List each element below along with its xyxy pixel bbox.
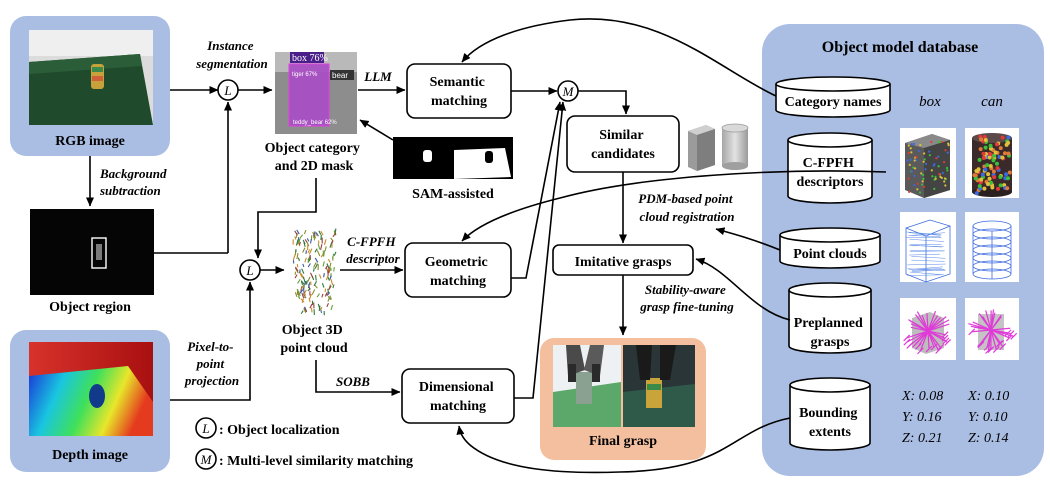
- final-grasp-label: Final grasp: [589, 434, 657, 449]
- pixel-to-point-label: Pixel-to- point projection: [184, 339, 239, 388]
- rgb-photo: [29, 30, 153, 125]
- box-colored-model: [900, 128, 956, 198]
- segmentation-image: box 76% tiger 67% bear teddy_bear 62%: [275, 52, 357, 134]
- depth-to-l2-arrow: [170, 281, 254, 401]
- category-to-l2-arrow: [254, 178, 317, 259]
- imitative-grasps-box: Imitative grasps: [552, 244, 694, 276]
- operator-l-middle: L: [239, 259, 261, 281]
- object-point-cloud-image: [292, 228, 337, 316]
- pdm-registration-label: PDM-based point cloud registration: [638, 191, 736, 224]
- category-names-cylinder: Category names: [775, 76, 891, 118]
- depth-photo: [29, 342, 153, 436]
- seg-bear-label: bear: [332, 71, 348, 80]
- object-category-label: Object category and 2D mask: [265, 141, 364, 174]
- sobb-arrow: [315, 360, 401, 396]
- can-preplanned-grasps: [965, 298, 1019, 360]
- point-clouds-to-registration-arrow: [715, 227, 781, 251]
- database-title: Object model database: [822, 39, 978, 56]
- operator-m: M: [557, 80, 579, 102]
- svg-text:: Multi-level similarity match: : Multi-level similarity matching: [219, 454, 413, 469]
- svg-text:Point clouds: Point clouds: [793, 247, 867, 262]
- svg-text:L: L: [223, 83, 231, 98]
- dimensional-matching-box: Dimensional matching: [401, 368, 515, 424]
- operator-l-top: L: [217, 79, 239, 101]
- svg-text:C-FPFH descriptors: C-FPFH descriptors: [797, 156, 864, 190]
- box-point-cloud: [900, 212, 956, 283]
- svg-text:Imitative grasps: Imitative grasps: [575, 255, 672, 270]
- rgb-image-panel: RGB image: [10, 16, 170, 156]
- object-region-label: Object region: [49, 300, 131, 315]
- instance-segmentation-label: Instance segmentation: [195, 38, 268, 71]
- svg-text:Category names: Category names: [785, 95, 882, 110]
- sobb-label: SOBB: [336, 374, 370, 389]
- background-subtraction-label: Background subtraction: [99, 166, 170, 198]
- svg-text:Semantic matching: Semantic matching: [430, 75, 489, 109]
- seg-teddy-label: teddy_bear 62%: [293, 120, 337, 126]
- geometric-to-m-arrow: [511, 101, 563, 279]
- object-3d-label: Object 3D point cloud: [280, 323, 348, 356]
- column-can-label: can: [981, 94, 1003, 110]
- box-extents-values: X: 0.08 Y: 0.16 Z: 0.21: [901, 389, 947, 446]
- svg-text:L: L: [245, 263, 253, 278]
- final-grasp-panel: Final grasp: [540, 338, 706, 460]
- column-box-label: box: [919, 94, 941, 110]
- rgb-image-label: RGB image: [55, 134, 125, 149]
- can-point-cloud: [965, 212, 1019, 282]
- depth-image-label: Depth image: [52, 448, 128, 463]
- semantic-matching-box: Semantic matching: [406, 63, 512, 119]
- box-preplanned-grasps: [900, 298, 956, 360]
- depth-image-panel: Depth image: [10, 330, 170, 472]
- final-grasp-photo-left: [553, 345, 621, 427]
- dimensional-to-m-arrow: [514, 101, 567, 399]
- legend-similarity-matching: M : Multi-level similarity matching: [195, 448, 413, 470]
- candidate-models-image: [688, 123, 749, 171]
- preplanned-grasps-cylinder: Preplanned grasps: [788, 282, 872, 354]
- similar-candidates-box: Similar candidates: [566, 115, 680, 173]
- bounding-extents-cylinder: Bounding extents: [789, 377, 871, 451]
- svg-text:L: L: [201, 421, 209, 436]
- svg-text:M: M: [562, 84, 575, 99]
- preplanned-to-imitative-arrow: [695, 257, 791, 321]
- legend-localization: L : Object localization: [195, 417, 340, 439]
- svg-text:Similar candidates: Similar candidates: [591, 128, 655, 162]
- can-extents-values: X: 0.10 Y: 0.10 Z: 0.14: [967, 389, 1013, 446]
- svg-text:M: M: [200, 452, 213, 467]
- bounding-to-dimensional-arrow: [456, 417, 791, 474]
- seg-box-label: box 76%: [292, 53, 328, 64]
- svg-text:Preplanned grasps: Preplanned grasps: [794, 316, 866, 350]
- stability-finetuning-label: Stability-aware grasp fine-tuning: [639, 282, 734, 314]
- m-to-candidates-arrow: [578, 90, 630, 115]
- svg-text:: Object localization: : Object localization: [219, 423, 340, 438]
- point-clouds-cylinder: Point clouds: [779, 227, 881, 269]
- c-fpfh-descriptor-label: C-FPFH descriptor: [346, 234, 400, 266]
- object-region: Object region: [30, 209, 154, 315]
- svg-text:Bounding extents: Bounding extents: [799, 406, 861, 440]
- can-colored-model: [965, 128, 1019, 198]
- sam-assisted-label: SAM-assisted: [412, 187, 494, 202]
- c-fpfh-descriptors-cylinder: C-FPFH descriptors: [787, 132, 873, 204]
- svg-text:Dimensional matching: Dimensional matching: [419, 380, 497, 414]
- geometric-matching-box: Geometric matching: [404, 242, 512, 298]
- seg-tiger-label: tiger 67%: [292, 72, 318, 78]
- svg-text:Geometric matching: Geometric matching: [425, 255, 491, 289]
- sam-assisted-image: [393, 137, 513, 179]
- llm-label: LLM: [363, 69, 392, 84]
- category-names-to-semantic-arrow: [461, 18, 777, 97]
- sam-to-mask-arrow: [359, 119, 394, 141]
- c-fpfh-to-geometric-arrow: [461, 170, 887, 242]
- final-grasp-photo-right: [623, 345, 695, 427]
